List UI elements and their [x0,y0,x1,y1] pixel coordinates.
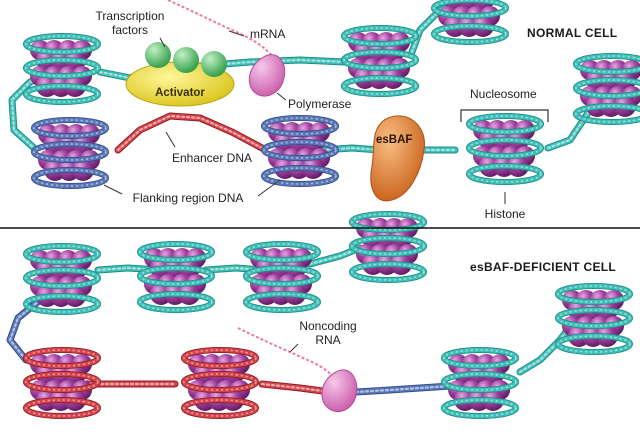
labels: NORMAL CELL esBAF-DEFICIENT CELL Transcr… [96,9,618,347]
nucleosome-top-5 [466,113,544,185]
dna-top-enhancer [114,112,266,154]
nucleosomes [23,0,640,419]
transcription-factor-2 [173,47,199,73]
nucleosome-bottom-8 [555,283,633,355]
nucleosome-top-1 [23,33,101,105]
leader-lines [103,30,506,353]
nucleosome-bottom-5 [23,347,101,419]
leader-mrna [228,30,245,37]
nucleosome-top-2 [341,25,419,97]
nucleosome-bottom-7 [441,347,519,419]
polymerase-protein [248,54,286,97]
nucleosome-bracket [460,109,549,122]
label-esbaf: esBAF [376,134,412,146]
transcription-factor-3 [201,51,227,77]
transcription-factors [145,42,227,77]
nucleosome-top-3 [31,117,109,189]
label-noncoding-rna-1: Noncoding [299,319,356,333]
mrna-strand [167,0,273,57]
label-enhancer-dna: Enhancer DNA [172,151,252,165]
leader-polymerase [276,92,287,101]
dna-bottom-blue [352,382,454,396]
label-noncoding-rna-2: RNA [315,333,340,347]
leader-transcription-factors [159,37,166,48]
esbaf-protein [370,115,425,202]
label-transcription-factors-1: Transcription [96,9,165,23]
transcription-factor-1 [145,42,171,68]
panel-title-normal: NORMAL CELL [527,26,617,40]
nucleosome-bottom-2 [137,241,215,313]
dna-strands [6,0,604,396]
proteins [125,0,425,412]
nucleosome-bottom-3 [243,241,321,313]
label-mrna: mRNA [250,27,285,41]
leader-noncoding [289,343,299,353]
polymerase-protein-bottom [321,369,358,412]
panel-title-deficient: esBAF-DEFICIENT CELL [470,260,616,274]
label-flanking-region-dna: Flanking region DNA [133,191,244,205]
nucleosome-top-7 [573,53,640,125]
label-histone: Histone [485,207,526,221]
leader-enhancer [165,131,176,148]
leader-flanking-left [103,184,123,195]
noncoding-rna-strand [237,327,337,381]
nucleosome-bottom-6 [181,347,259,419]
label-nucleosome: Nucleosome [470,87,537,101]
nucleosome-bottom-1 [23,243,101,315]
dna-bottom-red-out [258,380,334,396]
label-polymerase: Polymerase [288,97,352,111]
nucleosome-bottom-4 [349,211,427,283]
nucleosome-top-4 [261,115,339,187]
leader-flanking-right [257,179,281,197]
label-activator: Activator [155,87,205,99]
nucleosome-top-6 [431,0,509,45]
label-transcription-factors-2: factors [112,23,148,37]
